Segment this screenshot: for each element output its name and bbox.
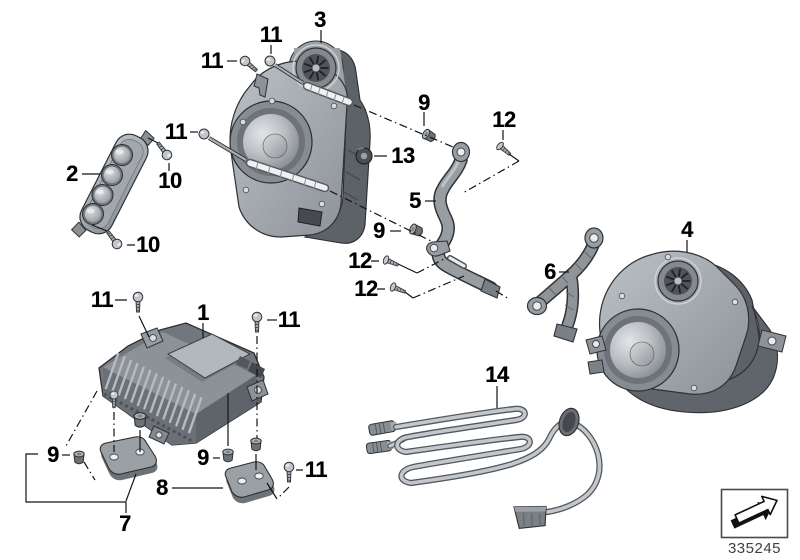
callout-8[interactable]: 8 [156,475,168,500]
screw-icon [237,53,261,75]
part-6-bracket [526,227,604,343]
speaker-mount-holes [239,97,338,208]
callout-1[interactable]: 1 [197,300,209,325]
switch-buttons [82,144,133,225]
callout-9-c[interactable]: 9 [47,442,59,467]
part-3-speaker-assembly [229,40,371,244]
callout-9-a[interactable]: 9 [418,90,430,115]
callout-11-b[interactable]: 11 [200,48,224,73]
axis-dash-dot-lines [65,104,520,499]
grommet-icon [420,127,438,144]
callout-10-b[interactable]: 10 [136,232,160,257]
part-5-bracket [426,141,501,299]
part-8-mounting-plate [224,461,275,504]
diagram-corner-box [720,488,789,539]
grommet-icon [250,437,262,452]
callout-6[interactable]: 6 [544,259,556,284]
cable-connector [513,505,547,530]
speaker-connector [297,207,323,227]
part-7-mounting-plate [99,436,158,481]
callout-12-c[interactable]: 12 [354,276,378,301]
screw-icon [381,254,401,270]
callout-11-c[interactable]: 11 [164,119,188,144]
callout-7[interactable]: 7 [119,511,131,536]
callout-11-f[interactable]: 11 [304,457,328,482]
callout-5[interactable]: 5 [409,188,421,213]
leader-lines [25,30,688,513]
grommet-icon [133,412,147,428]
part-1-amplifier [98,322,269,446]
part-14-cable-harness [365,405,603,530]
grommet-icon [73,450,85,465]
callout-13[interactable]: 13 [391,143,415,168]
screw-icon [283,461,295,483]
long-screw [198,128,330,193]
callout-10-a[interactable]: 10 [158,168,182,193]
amplifier-fins [104,352,203,434]
screw-icon [251,311,263,333]
long-screw [264,55,354,107]
callout-12-b[interactable]: 12 [348,248,372,273]
speaker-mount-holes [618,253,739,392]
speaker-clip [253,73,269,98]
callout-9-b[interactable]: 9 [373,218,385,243]
screw-icon [388,281,408,297]
callout-3[interactable]: 3 [314,7,326,32]
cable-grommet [558,407,580,437]
rubber-bushing-13 [355,147,373,165]
grommet-icon [407,222,425,238]
grommet-icon [222,448,234,463]
callout-14[interactable]: 14 [485,362,509,387]
figure-number: 335245 [727,540,782,557]
callout-12-a[interactable]: 12 [492,107,516,132]
forward-arrow-3d-icon [730,495,778,529]
callout-11-d[interactable]: 11 [90,287,114,312]
callout-9-d[interactable]: 9 [197,445,209,470]
screw-icon [132,291,144,313]
screw-icon [103,228,125,252]
callout-4[interactable]: 4 [681,217,693,242]
part-4-speaker-assembly [585,250,787,414]
callout-11-a[interactable]: 11 [259,22,283,47]
part-2-switch-panel [70,129,155,238]
callout-2[interactable]: 2 [66,161,78,186]
callout-11-e[interactable]: 11 [277,307,301,332]
